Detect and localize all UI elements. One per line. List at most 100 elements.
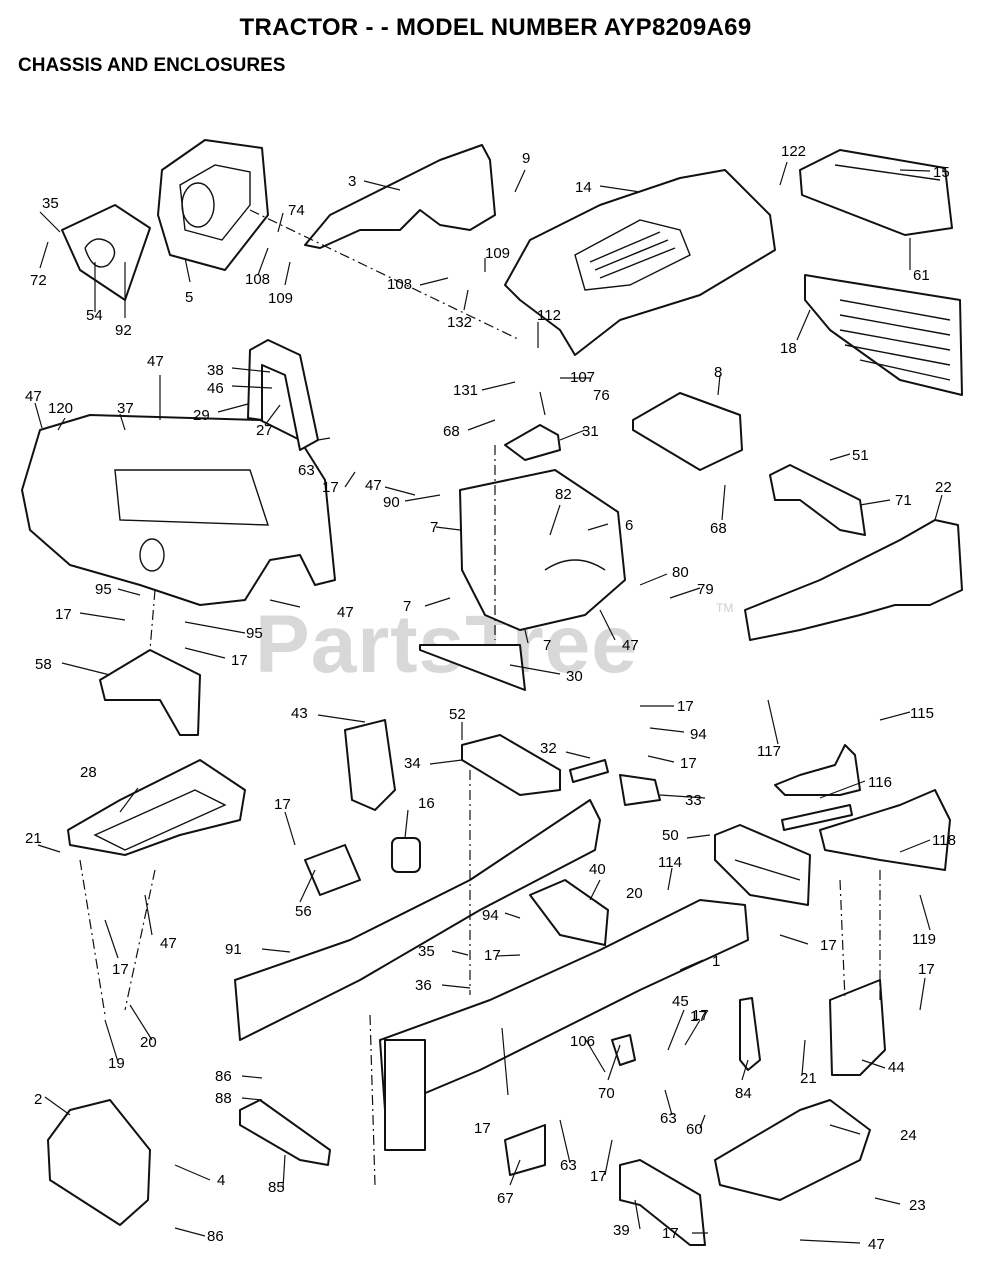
part-plate-2: [47, 1099, 151, 1226]
part-plate-8: [632, 392, 743, 471]
callout-label: 108: [245, 271, 270, 288]
page-title: TRACTOR - - MODEL NUMBER AYP8209A69: [239, 14, 752, 41]
callout-label: 94: [690, 726, 707, 743]
callout-label: 122: [781, 143, 806, 160]
part-hood-side: [304, 144, 496, 249]
callout-label: 35: [42, 195, 59, 212]
callout-label: 68: [710, 520, 727, 537]
callout-label: 106: [570, 1033, 595, 1050]
callout-label: 27: [256, 422, 273, 439]
callout-label: 47: [868, 1236, 885, 1253]
callout-label: 4: [217, 1172, 225, 1189]
callout-label: 120: [48, 400, 73, 417]
part-frame-rail-left: [234, 799, 601, 1041]
watermark-trademark: TM: [716, 601, 733, 615]
callout-label: 28: [80, 764, 97, 781]
callout-label: 74: [288, 202, 305, 219]
callout-label: 47: [337, 604, 354, 621]
callout-label: 114: [658, 854, 682, 871]
callout-label: 70: [598, 1085, 615, 1102]
callout-label: 43: [291, 705, 308, 722]
callout-label: 119: [912, 931, 936, 948]
callout-label: 14: [575, 179, 592, 196]
callout-label: 61: [913, 267, 930, 284]
assembly-lines: [79, 209, 881, 1186]
callout-label: 17: [680, 755, 697, 772]
callout-label: 92: [115, 322, 132, 339]
part-front-bumper: [744, 519, 963, 641]
callout-label: 3: [348, 173, 356, 190]
part-bracket-40: [529, 879, 609, 946]
callout-label: 36: [415, 977, 432, 994]
callout-label: 35: [418, 943, 435, 960]
part-bracket-44: [829, 979, 886, 1076]
callout-label: 91: [225, 941, 242, 958]
callout-label: 47: [147, 353, 164, 370]
part-frame-plate: [384, 1039, 426, 1151]
callout-label: 8: [714, 364, 722, 381]
callout-label: 15: [933, 164, 950, 181]
callout-label: 9: [522, 150, 530, 167]
callout-label: 56: [295, 903, 312, 920]
callout-label: 40: [589, 861, 606, 878]
callout-label: 18: [780, 340, 797, 357]
callout-label: 39: [613, 1222, 630, 1239]
callout-label: 109: [268, 290, 293, 307]
callout-label: 63: [298, 462, 315, 479]
callout-label: 17: [662, 1225, 679, 1242]
callout-label: 109: [485, 245, 510, 262]
callout-label: 108: [387, 276, 412, 293]
callout-label: 71: [895, 492, 912, 509]
part-steering-115: [774, 744, 861, 796]
callout-label: 86: [215, 1068, 232, 1085]
section-subtitle: CHASSIS AND ENCLOSURES: [18, 55, 286, 76]
callout-label: 19: [108, 1055, 125, 1072]
callout-label: 47: [365, 477, 382, 494]
part-bracket-58: [99, 649, 201, 736]
callout-label: 47: [160, 935, 177, 952]
callout-label: 17: [274, 796, 291, 813]
callout-label: 82: [555, 486, 572, 503]
part-lower-panel-30: [419, 644, 526, 691]
callout-label: 117: [757, 743, 781, 760]
part-70: [611, 1034, 636, 1066]
callout-label: 20: [626, 885, 643, 902]
callout-label: 47: [25, 388, 42, 405]
callout-label: 67: [497, 1190, 514, 1207]
callout-label: 79: [697, 581, 714, 598]
part-bracket-84: [739, 997, 761, 1071]
callout-label: 29: [193, 407, 210, 424]
callout-label: 45: [672, 993, 689, 1010]
callout-label: 63: [660, 1110, 677, 1127]
callout-label: 17: [918, 961, 935, 978]
callout-label: 7: [403, 598, 411, 615]
callout-label: 86: [207, 1228, 224, 1245]
callout-label: 20: [140, 1034, 157, 1051]
part-116: [781, 804, 853, 831]
callout-label: 1: [712, 953, 720, 970]
callout-label: 95: [246, 625, 263, 642]
callout-label: 21: [800, 1070, 817, 1087]
callout-label: 17: [112, 961, 129, 978]
callout-label: 132: [447, 314, 472, 331]
callout-label: 7: [543, 637, 551, 654]
callout-label: 33: [685, 792, 702, 809]
callout-label: 34: [404, 755, 421, 772]
callout-label: 22: [935, 479, 952, 496]
part-118-arm: [819, 789, 951, 871]
callout-label: 72: [30, 272, 47, 289]
callout-label: 95: [95, 581, 112, 598]
callout-label: 32: [540, 740, 557, 757]
callout-label: 50: [662, 827, 679, 844]
callout-label: 17: [55, 606, 72, 623]
part-67: [504, 1124, 546, 1176]
callout-label: 76: [593, 387, 610, 404]
callout-label: 6: [625, 517, 633, 534]
callout-label: 131: [453, 382, 478, 399]
callout-label: 54: [86, 307, 103, 324]
callout-label: 17: [677, 698, 694, 715]
callout-label: 2: [34, 1091, 42, 1108]
part-bracket-43: [344, 719, 396, 811]
callout-label: 5: [185, 289, 193, 306]
